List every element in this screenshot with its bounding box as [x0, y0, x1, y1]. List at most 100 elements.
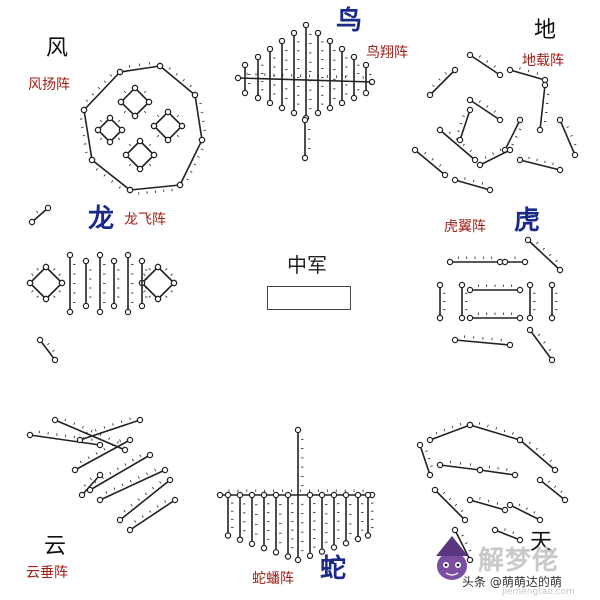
formation-node — [110, 257, 118, 265]
formation-tick — [503, 429, 506, 433]
formation-node — [314, 109, 322, 117]
formation-tick — [109, 471, 112, 475]
formation-node — [466, 286, 474, 294]
formation-node — [516, 436, 524, 444]
formation-node — [436, 126, 444, 134]
formation-node — [82, 257, 90, 265]
formation-stroke — [429, 69, 456, 96]
formation-tick — [165, 295, 168, 298]
formation-stroke — [79, 419, 141, 441]
formation-tick — [36, 268, 39, 271]
formation-node — [466, 421, 474, 429]
tiger-formation-label: 虎翼阵 — [444, 219, 486, 235]
formation-node — [318, 491, 326, 499]
formation-tick — [156, 114, 160, 118]
formation-tick — [430, 465, 433, 467]
formation-stroke — [419, 444, 431, 476]
formation-tick — [525, 507, 528, 510]
formation-tick — [97, 86, 101, 90]
formation-tick — [519, 67, 521, 70]
formation-stroke — [139, 140, 155, 156]
formation-tick — [560, 490, 563, 493]
formation-node — [272, 549, 280, 556]
formation-node — [556, 266, 564, 274]
formation-tick — [117, 119, 121, 123]
formation-node — [131, 84, 139, 92]
formation-tick — [549, 459, 552, 462]
formation-node — [302, 21, 310, 29]
formation-node — [266, 99, 274, 107]
formation-tick — [120, 420, 123, 423]
formation-node — [466, 106, 474, 114]
snake-formation-label: 蛇蟠阵 — [252, 571, 294, 587]
formation-tick — [451, 425, 454, 429]
formation-tick — [123, 110, 127, 114]
formation-tick — [165, 268, 168, 271]
formation-node — [496, 71, 504, 79]
formation-tick — [139, 454, 142, 457]
formation-node — [526, 281, 534, 289]
formation-tick — [448, 131, 451, 134]
formation-node — [451, 66, 459, 74]
formation-node — [241, 89, 249, 97]
formation-node — [164, 108, 172, 116]
formation-tick — [427, 457, 431, 460]
formation-stroke — [479, 469, 516, 476]
formation-stroke — [509, 69, 546, 81]
formation-tick — [472, 179, 475, 183]
formation-stroke — [125, 154, 141, 170]
formation-node — [146, 451, 154, 459]
formation-stroke — [120, 101, 136, 117]
formation-node — [138, 257, 146, 265]
formation-tick — [112, 423, 114, 426]
formation-node — [96, 471, 104, 479]
formation-node — [284, 553, 292, 560]
formation-node — [71, 466, 79, 474]
formation-node — [536, 476, 544, 484]
formation-tick — [493, 65, 496, 68]
formation-tick — [151, 486, 155, 490]
formation-node — [36, 336, 44, 344]
watermark-source: 头条 @萌萌达的萌 — [462, 575, 562, 589]
cloud-formation-label: 云垂阵 — [26, 565, 68, 581]
formation-stroke — [83, 109, 93, 161]
formation-node — [42, 295, 50, 303]
cloud-formation-drawing — [26, 416, 179, 534]
formation-tick — [148, 268, 151, 271]
formation-tick — [478, 100, 481, 103]
formation-tick — [479, 497, 481, 500]
formation-node — [150, 151, 158, 159]
formation-tick — [129, 479, 132, 483]
formation-tick — [464, 177, 466, 180]
watermark-mascot-icon — [436, 536, 468, 580]
formation-node — [290, 29, 298, 37]
formation-tick — [462, 143, 465, 146]
watermark-url: jiemengtao.com — [502, 587, 575, 597]
formation-node — [466, 556, 474, 564]
formation-tick — [487, 424, 489, 428]
formation-tick — [544, 160, 546, 164]
formation-node — [306, 491, 314, 499]
formation-tick — [504, 528, 506, 531]
formation-tick — [105, 491, 108, 494]
formation-node — [124, 251, 132, 259]
formation-node — [338, 45, 346, 53]
formation-tick — [486, 60, 489, 63]
formation-stroke — [504, 119, 521, 151]
formation-stroke — [54, 419, 126, 451]
formation-node — [96, 308, 104, 316]
formation-node — [524, 236, 532, 244]
formation-tick — [182, 78, 185, 82]
formation-stroke — [439, 464, 481, 471]
tiger-glyph: 虎 — [514, 206, 541, 236]
formation-tick — [499, 148, 502, 152]
formation-node — [51, 416, 59, 424]
earth-formation-label: 地载阵 — [522, 53, 564, 69]
formation-stroke — [141, 282, 159, 300]
formation-node — [272, 491, 280, 499]
formation-stroke — [469, 54, 501, 76]
heaven-formation-drawing — [416, 421, 569, 564]
formation-tick — [197, 155, 200, 158]
formation-node — [466, 96, 474, 104]
formation-node — [51, 356, 59, 364]
